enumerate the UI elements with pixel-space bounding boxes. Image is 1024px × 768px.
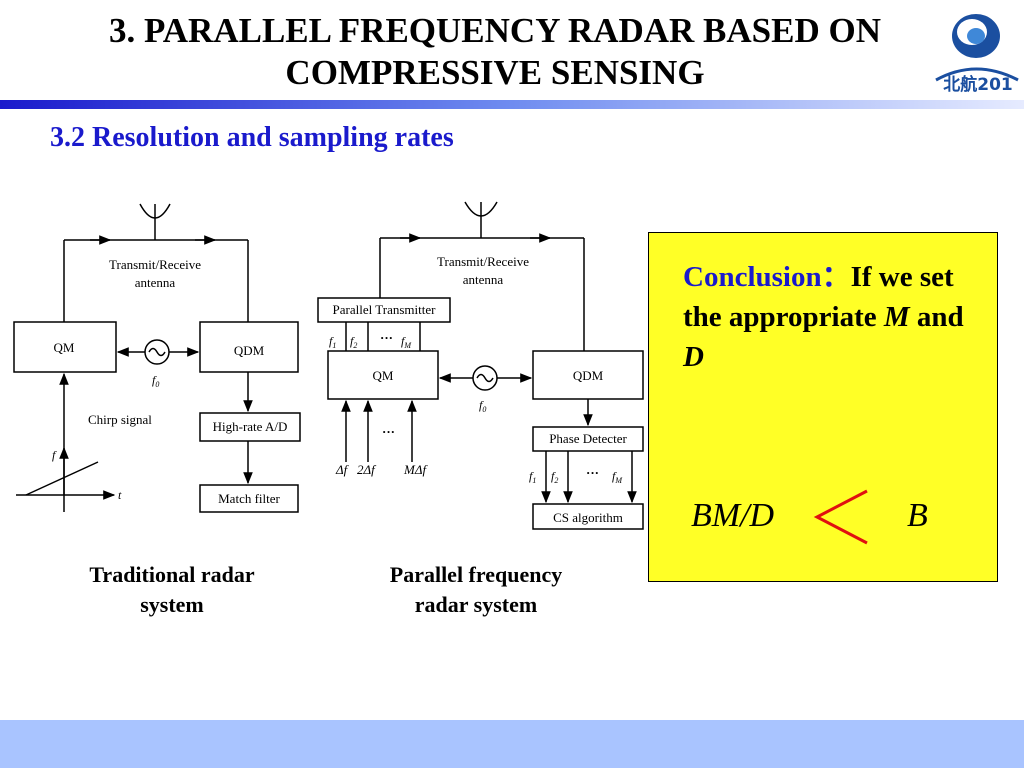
parallel-caption-line-1: Parallel frequency — [389, 562, 563, 587]
par-f0-label: f0 — [479, 398, 486, 414]
trad-match-filter-box — [199, 484, 299, 513]
traditional-caption-line-2: system — [140, 592, 204, 617]
par-qdm-label: QDM — [573, 368, 604, 383]
trad-antenna-label-1: Transmit/Receive — [109, 257, 201, 272]
conclusion-body: If we set the appropriate — [683, 261, 954, 333]
par-out-f1-label: f1 — [529, 469, 536, 485]
slide-title: 3. PARALLEL FREQUENCY RADAR BASED ON COM… — [0, 10, 990, 94]
par-fM-label: fM — [401, 334, 412, 350]
trad-qm-box — [13, 321, 117, 373]
par-qm-label: QM — [373, 368, 394, 383]
par-phase-detector-box — [532, 426, 644, 452]
formula-right: B — [907, 497, 928, 534]
trad-adc-box — [199, 412, 301, 442]
radar-diagrams: Transmit/Receive antenna QM QDM f0 Chirp… — [13, 201, 644, 530]
conclusion-var-d: D — [683, 341, 704, 373]
traditional-labels: Transmit/Receive antenna QM QDM f0 Chirp… — [52, 257, 287, 506]
conclusion-box: Conclusion：If we set the appropriate M a… — [648, 232, 998, 582]
parallel-caption: Parallel frequency radar system — [360, 560, 592, 620]
university-logo: 北航201 — [935, 14, 1019, 95]
parallel-caption-line-2: radar system — [414, 592, 538, 617]
chirp-plot — [16, 446, 116, 500]
formula-left: BM/D — [691, 497, 775, 534]
par-transmitter-label: Parallel Transmitter — [333, 302, 437, 317]
chirp-axis-t: t — [118, 488, 122, 502]
par-delta2-label: 2Δf — [357, 462, 377, 477]
par-transmitter-box — [317, 297, 451, 323]
parallel-labels: Transmit/Receive antenna Parallel Transm… — [329, 254, 627, 525]
par-qdm-box — [532, 350, 644, 400]
trad-qdm-label: QDM — [234, 343, 265, 358]
par-phase-detector-label: Phase Detecter — [549, 431, 627, 446]
par-deltaM-label: MΔf — [403, 462, 428, 477]
chirp-signal-label: Chirp signal — [88, 412, 152, 427]
trad-f0-label: f0 — [152, 373, 159, 389]
par-antenna-icon — [464, 201, 498, 238]
title-line-2: COMPRESSIVE SENSING — [285, 53, 705, 92]
par-delta1-label: Δf — [335, 462, 350, 477]
par-f2-label: f2 — [350, 334, 357, 350]
trad-adc-label: High-rate A/D — [213, 419, 288, 434]
par-qm-box — [327, 350, 439, 400]
par-out-f2-label: f2 — [551, 469, 558, 485]
traditional-caption-line-1: Traditional radar — [89, 562, 255, 587]
par-antenna-label-1: Transmit/Receive — [437, 254, 529, 269]
traditional-caption: Traditional radar system — [60, 560, 284, 620]
footer-band — [0, 720, 1024, 768]
par-cs-box — [532, 503, 644, 530]
par-f1-label: f1 — [329, 334, 336, 350]
conclusion-var-m: M — [883, 301, 910, 333]
par-out-fM-label: fM — [612, 469, 623, 485]
trad-match-filter-label: Match filter — [218, 491, 280, 506]
par-oscillator-icon — [472, 365, 498, 391]
par-dots-top: ··· — [380, 330, 393, 345]
par-dots-mid: ··· — [382, 424, 395, 439]
conclusion-heading: Conclusion： — [683, 261, 851, 293]
conclusion-text: Conclusion：If we set the appropriate M a… — [683, 257, 983, 377]
chirp-axis-f: f — [52, 448, 57, 462]
traditional-radar-diagram — [13, 203, 301, 513]
conclusion-and: and — [916, 301, 964, 333]
title-line-1: 3. PARALLEL FREQUENCY RADAR BASED ON — [108, 11, 882, 50]
parallel-radar-diagram — [317, 201, 644, 530]
par-antenna-label-2: antenna — [463, 272, 504, 287]
par-cs-label: CS algorithm — [553, 510, 623, 525]
trad-qm-label: QM — [54, 340, 75, 355]
header-rule — [0, 100, 1024, 109]
section-subtitle: 3.2 Resolution and sampling rates — [50, 122, 454, 153]
trad-oscillator-icon — [144, 339, 170, 365]
trad-qdm-box — [199, 321, 299, 373]
less-than-icon — [813, 489, 868, 545]
trad-antenna-label-2: antenna — [135, 275, 176, 290]
logo-label: 北航201 — [943, 74, 1013, 95]
trad-antenna-icon — [139, 203, 171, 240]
par-dots-bottom: ··· — [586, 465, 599, 480]
